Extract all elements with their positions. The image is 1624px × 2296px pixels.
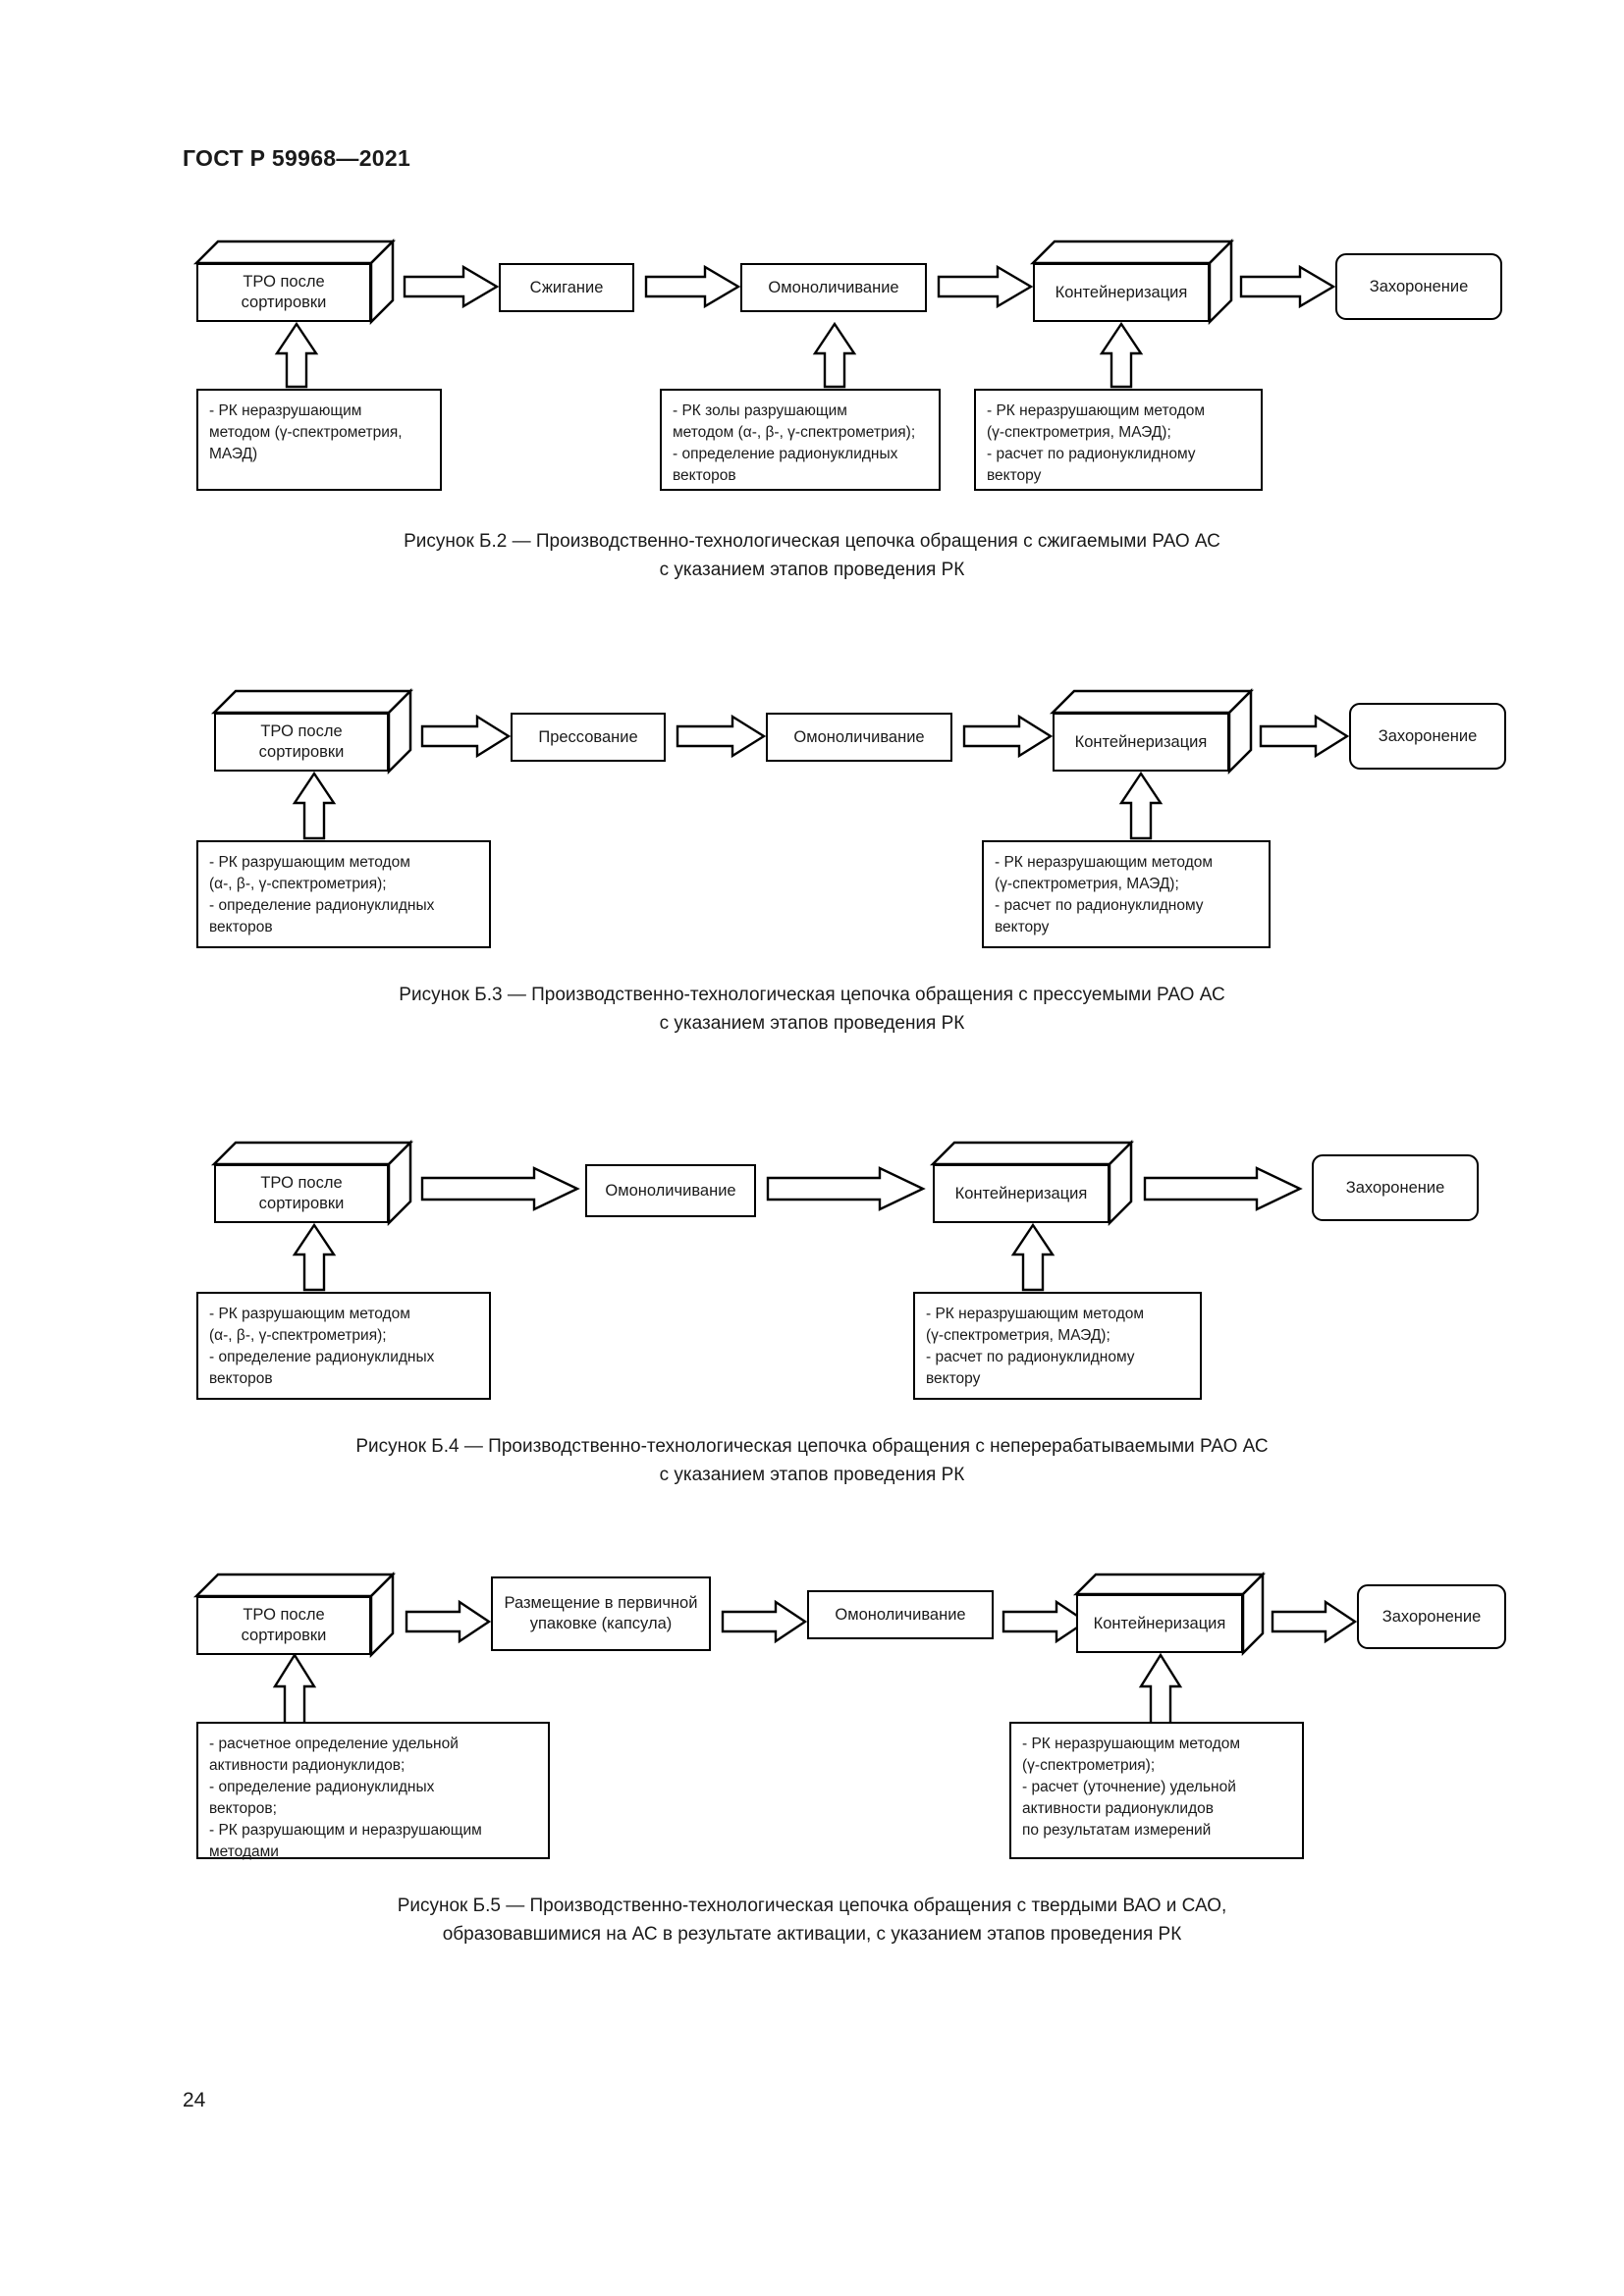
- node-containerization-label: Контейнеризация: [1033, 263, 1210, 322]
- arrow-containerization-to-disposal: [1271, 1599, 1358, 1644]
- figure-b2: ТРО после сортировки Сжигание Омоноличив…: [0, 224, 1624, 580]
- figure-b5-caption-line2: образовавшимися на АС в результате актив…: [442, 1923, 1182, 1945]
- note-tro: - РК неразрушающим методом (γ-спектромет…: [196, 389, 442, 491]
- arrow-tro-to-monolithization: [420, 1166, 580, 1211]
- arrow-up-to-containerization: [1099, 321, 1144, 389]
- note-monolithization: - РК золы разрушающим методом (α-, β-, γ…: [660, 389, 941, 491]
- figure-b5-caption: Рисунок Б.5 — Производственно-технологич…: [0, 1893, 1624, 1949]
- arrow-up-to-tro: [272, 1652, 317, 1730]
- note-containerization: - РК неразрушающим методом (γ-спектромет…: [913, 1292, 1202, 1400]
- node-monolithization: Омоноличивание: [740, 263, 927, 312]
- figure-b5-diagram: ТРО после сортировки Размещение в первич…: [0, 1559, 1624, 1860]
- node-containerization-label: Контейнеризация: [1053, 713, 1229, 772]
- figure-b3-caption-line2: с указанием этапов проведения РК: [659, 1012, 965, 1034]
- arrow-tro-to-primary-packaging: [405, 1599, 492, 1644]
- arrow-monolithization-to-containerization: [766, 1166, 926, 1211]
- node-tro-after-sorting: ТРО после сортировки: [192, 238, 397, 326]
- node-primary-packaging: Размещение в первичной упаковке (капсула…: [491, 1576, 711, 1651]
- node-tro-after-sorting: ТРО после сортировки: [210, 687, 414, 775]
- node-monolithization: Омоноличивание: [585, 1164, 756, 1217]
- arrow-pressing-to-monolithization: [676, 714, 767, 759]
- node-containerization-label: Контейнеризация: [1076, 1594, 1243, 1653]
- figure-b3-caption-line1: Рисунок Б.3 — Производственно-технологич…: [399, 985, 1225, 1005]
- arrow-up-to-containerization: [1010, 1222, 1056, 1292]
- arrow-up-to-tro: [292, 771, 337, 840]
- node-monolithization: Омоноличивание: [766, 713, 952, 762]
- note-tro: - РК разрушающим методом (α-, β-, γ-спек…: [196, 1292, 491, 1400]
- node-disposal: Захоронение: [1335, 253, 1502, 320]
- note-containerization: - РК неразрушающим методом (γ-спектромет…: [974, 389, 1263, 491]
- node-incineration: Сжигание: [499, 263, 634, 312]
- node-containerization-label: Контейнеризация: [933, 1164, 1110, 1223]
- arrow-tro-to-pressing: [420, 714, 512, 759]
- figure-b2-caption-line2: с указанием этапов проведения РК: [659, 559, 965, 580]
- node-containerization: Контейнеризация: [1049, 687, 1255, 775]
- arrow-containerization-to-disposal: [1259, 714, 1350, 759]
- node-tro-after-sorting: ТРО после сортировки: [210, 1139, 414, 1227]
- node-containerization: Контейнеризация: [1072, 1571, 1267, 1657]
- node-disposal: Захоронение: [1312, 1154, 1479, 1221]
- arrow-monolithization-to-containerization: [1001, 1599, 1089, 1644]
- figure-b2-diagram: ТРО после сортировки Сжигание Омоноличив…: [0, 224, 1624, 491]
- figure-b4-diagram: ТРО после сортировки Омоноличивание Конт…: [0, 1127, 1624, 1400]
- page-number: 24: [183, 2089, 206, 2111]
- arrow-containerization-to-disposal: [1143, 1166, 1303, 1211]
- note-containerization: - РК неразрушающим методом (γ-спектромет…: [1009, 1722, 1304, 1859]
- figure-b3: ТРО после сортировки Прессование Омоноли…: [0, 675, 1624, 1034]
- node-tro-after-sorting-label: ТРО после сортировки: [196, 263, 371, 322]
- figure-b2-caption: Рисунок Б.2 — Производственно-технологич…: [0, 528, 1624, 585]
- node-pressing: Прессование: [511, 713, 666, 762]
- arrow-monolithization-to-containerization: [962, 714, 1054, 759]
- arrow-up-to-monolithization: [812, 321, 857, 389]
- node-containerization: Контейнеризация: [929, 1139, 1135, 1227]
- arrow-containerization-to-disposal: [1239, 264, 1336, 309]
- figure-b4-caption: Рисунок Б.4 — Производственно-технологич…: [0, 1433, 1624, 1490]
- node-disposal: Захоронение: [1357, 1584, 1506, 1649]
- figure-b3-caption: Рисунок Б.3 — Производственно-технологич…: [0, 982, 1624, 1039]
- note-containerization: - РК неразрушающим методом (γ-спектромет…: [982, 840, 1271, 948]
- document-header: ГОСТ Р 59968—2021: [183, 145, 411, 171]
- arrow-tro-to-incineration: [403, 264, 500, 309]
- figure-b4: ТРО после сортировки Омоноличивание Конт…: [0, 1127, 1624, 1485]
- figure-b3-diagram: ТРО после сортировки Прессование Омоноли…: [0, 675, 1624, 948]
- note-tro: - расчетное определение удельной активно…: [196, 1722, 550, 1860]
- figure-b5-caption-line1: Рисунок Б.5 — Производственно-технологич…: [397, 1896, 1227, 1916]
- figure-b5: ТРО после сортировки Размещение в первич…: [0, 1559, 1624, 1951]
- node-tro-after-sorting: ТРО после сортировки: [192, 1571, 397, 1659]
- node-tro-after-sorting-label: ТРО после сортировки: [214, 713, 389, 772]
- arrow-monolithization-to-containerization: [937, 264, 1034, 309]
- arrow-primary-packaging-to-monolithization: [721, 1599, 808, 1644]
- arrow-incineration-to-monolithization: [644, 264, 741, 309]
- arrow-up-to-containerization: [1118, 771, 1164, 840]
- arrow-up-to-tro: [274, 321, 319, 389]
- node-tro-after-sorting-label: ТРО после сортировки: [196, 1596, 371, 1655]
- figure-b4-caption-line2: с указанием этапов проведения РК: [659, 1464, 965, 1485]
- arrow-up-to-tro: [292, 1222, 337, 1292]
- node-tro-after-sorting-label: ТРО после сортировки: [214, 1164, 389, 1223]
- note-tro: - РК разрушающим методом (α-, β-, γ-спек…: [196, 840, 491, 948]
- node-containerization: Контейнеризация: [1029, 238, 1235, 326]
- figure-b2-caption-line1: Рисунок Б.2 — Производственно-технологич…: [404, 531, 1220, 552]
- node-disposal: Захоронение: [1349, 703, 1506, 770]
- figure-b4-caption-line1: Рисунок Б.4 — Производственно-технологич…: [355, 1436, 1269, 1457]
- node-monolithization: Омоноличивание: [807, 1590, 994, 1639]
